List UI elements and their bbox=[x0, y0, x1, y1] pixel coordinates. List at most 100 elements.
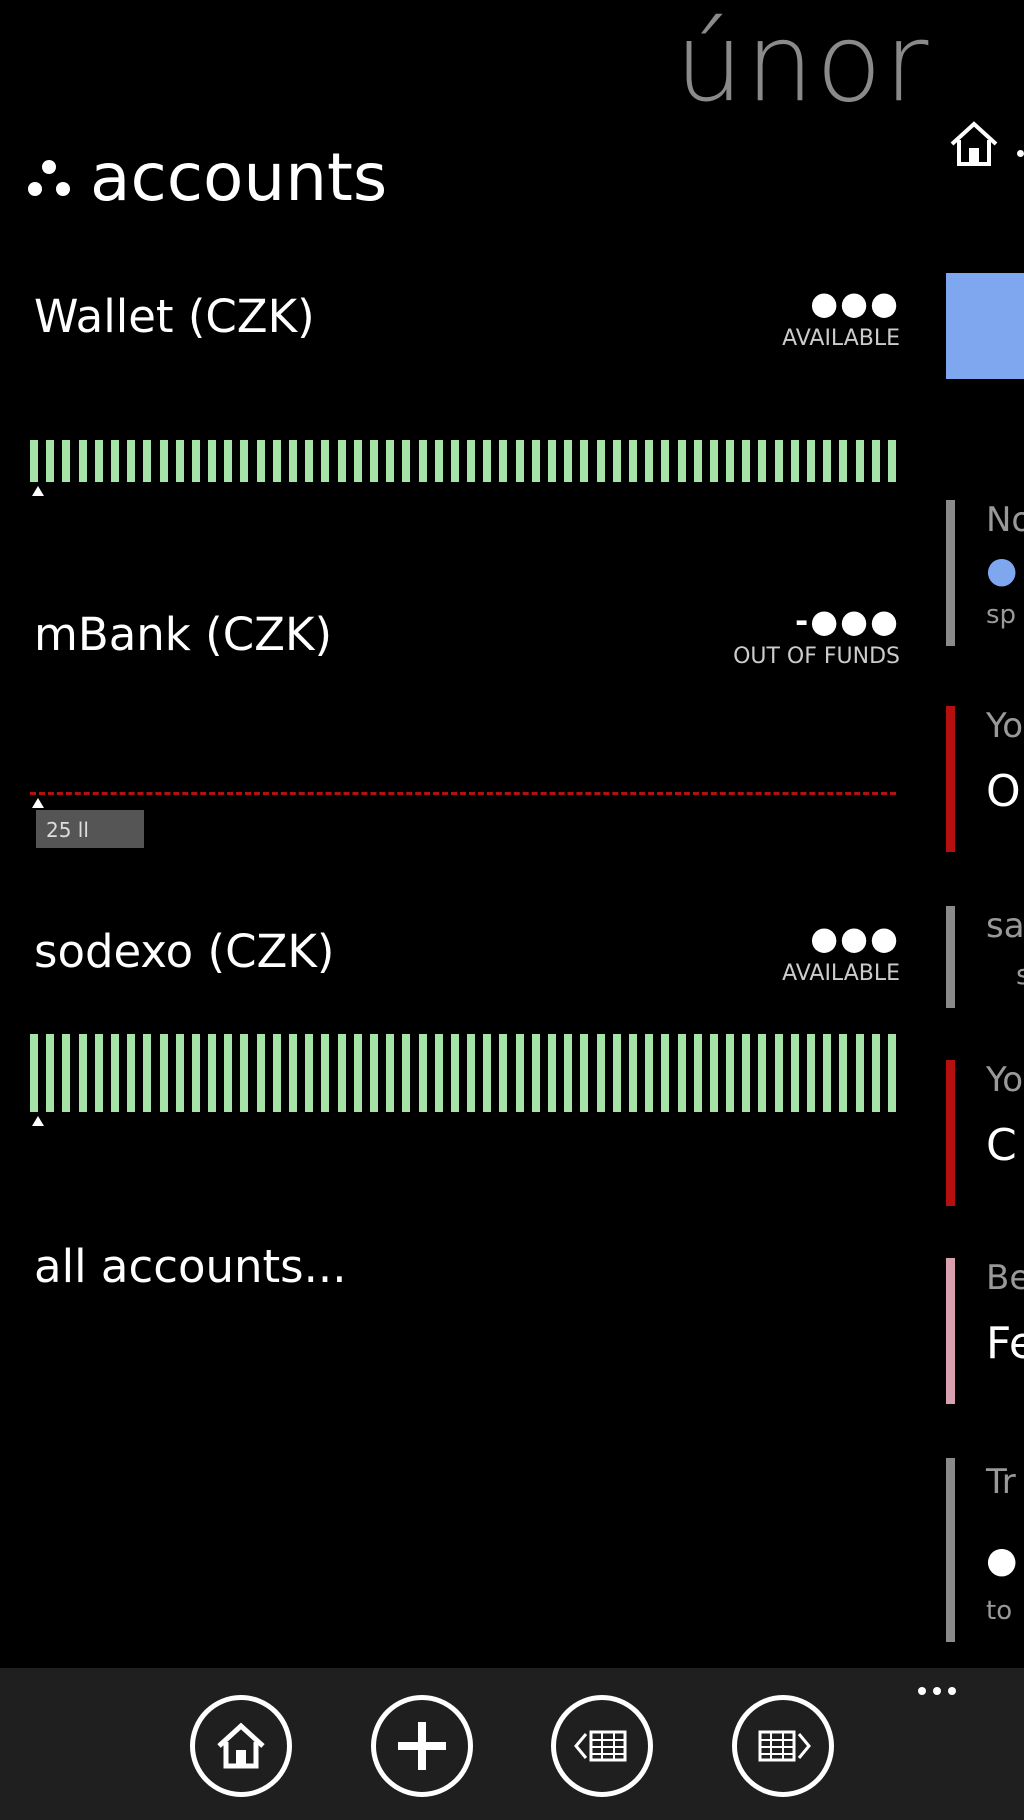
bar-segment bbox=[450, 1034, 459, 1112]
previous-month-button[interactable] bbox=[551, 1695, 653, 1797]
bar-segment bbox=[807, 1034, 815, 1112]
home-icon bbox=[217, 1722, 265, 1769]
out-of-funds-line bbox=[30, 792, 896, 795]
home-button[interactable] bbox=[190, 1695, 292, 1797]
bar-segment bbox=[548, 1034, 556, 1112]
bar-segment bbox=[78, 440, 87, 482]
side-item-title: No bbox=[986, 500, 1024, 540]
bar-segment bbox=[159, 1034, 168, 1112]
bar-segment bbox=[62, 1034, 71, 1112]
bar-segment bbox=[677, 440, 686, 482]
side-item-title: Be bbox=[986, 1258, 1024, 1298]
bar-segment bbox=[289, 440, 297, 482]
next-month-button[interactable] bbox=[732, 1695, 834, 1797]
app-bar bbox=[0, 1668, 1024, 1820]
add-icon bbox=[398, 1722, 446, 1770]
bar-segment bbox=[30, 440, 38, 482]
bar-segment bbox=[580, 1034, 589, 1112]
add-button[interactable] bbox=[371, 1695, 473, 1797]
bar-segment bbox=[661, 1034, 670, 1112]
bar-segment bbox=[807, 440, 815, 482]
bar-segment bbox=[839, 1034, 848, 1112]
bar-segment bbox=[839, 440, 848, 482]
more-dot bbox=[948, 1687, 956, 1695]
bar-segment bbox=[369, 440, 378, 482]
side-item-title: Yo bbox=[986, 1060, 1024, 1100]
bar-segment bbox=[645, 1034, 654, 1112]
bar-segment bbox=[353, 1034, 362, 1112]
bar-segment bbox=[289, 1034, 297, 1112]
bar-segment bbox=[369, 1034, 378, 1112]
account-amount: ●●● bbox=[810, 919, 900, 957]
bar-segment bbox=[191, 1034, 200, 1112]
bar-segment bbox=[467, 440, 476, 482]
bar-segment bbox=[191, 440, 200, 482]
bar-segment bbox=[402, 440, 411, 482]
bar-segment bbox=[661, 440, 670, 482]
bar-segment bbox=[596, 440, 605, 482]
home-icon[interactable] bbox=[948, 118, 1000, 170]
bar-segment bbox=[628, 1034, 637, 1112]
side-item-title: Yo bbox=[986, 706, 1024, 746]
bar-segment bbox=[499, 440, 508, 482]
previous-month-icon bbox=[574, 1730, 627, 1762]
today-marker-icon bbox=[32, 798, 44, 808]
account-sodexo[interactable]: sodexo (CZK) ●●● AVAILABLE bbox=[0, 919, 900, 1015]
bar-segment bbox=[402, 1034, 411, 1112]
side-item-value: C bbox=[986, 1120, 1017, 1171]
side-item-dot: ● bbox=[986, 550, 1018, 591]
side-item-title: sa bbox=[986, 906, 1024, 946]
bar-segment bbox=[515, 1034, 524, 1112]
account-name: sodexo (CZK) bbox=[34, 925, 335, 978]
bar-segment bbox=[321, 1034, 330, 1112]
bar-segment bbox=[272, 440, 281, 482]
account-status: AVAILABLE bbox=[782, 961, 900, 986]
bar-segment bbox=[774, 440, 783, 482]
side-item-dot: ● bbox=[986, 1540, 1018, 1581]
bar-segment bbox=[871, 440, 880, 482]
bar-segment bbox=[256, 440, 265, 482]
account-mbank[interactable]: mBank (CZK) -●●● OUT OF FUNDS bbox=[0, 602, 900, 698]
bar-segment bbox=[531, 1034, 540, 1112]
bar-segment bbox=[418, 440, 427, 482]
bar-segment bbox=[515, 440, 524, 482]
account-name: Wallet (CZK) bbox=[34, 290, 315, 343]
bar-segment bbox=[175, 1034, 184, 1112]
bar-segment bbox=[758, 1034, 767, 1112]
bar-segment bbox=[434, 1034, 443, 1112]
bar-segment bbox=[30, 1034, 38, 1112]
side-item-bar bbox=[946, 500, 955, 646]
bar-segment bbox=[337, 1034, 346, 1112]
bar-segment bbox=[790, 440, 799, 482]
account-wallet[interactable]: Wallet (CZK) ●●● AVAILABLE bbox=[0, 284, 900, 380]
bar-segment bbox=[645, 440, 654, 482]
bar-segment bbox=[612, 440, 621, 482]
bar-segment bbox=[224, 1034, 233, 1112]
date-tag: 25 ll bbox=[36, 810, 144, 848]
bar-segment bbox=[127, 1034, 136, 1112]
bar-segment bbox=[208, 1034, 217, 1112]
bar-segment bbox=[580, 440, 589, 482]
bar-segment bbox=[709, 440, 718, 482]
balance-bar bbox=[30, 1034, 896, 1112]
side-item-sub: s bbox=[1016, 958, 1024, 991]
bar-segment bbox=[337, 440, 346, 482]
bar-segment bbox=[434, 440, 443, 482]
bar-segment bbox=[78, 1034, 87, 1112]
summary-tile[interactable] bbox=[946, 273, 1024, 379]
all-accounts-link[interactable]: all accounts... bbox=[34, 1240, 347, 1293]
overflow-dot bbox=[1017, 150, 1024, 157]
side-item-bar bbox=[946, 906, 955, 1008]
bar-segment bbox=[94, 440, 103, 482]
more-options-button[interactable] bbox=[918, 1687, 956, 1695]
bar-segment bbox=[726, 440, 735, 482]
bar-segment bbox=[548, 440, 556, 482]
bar-segment bbox=[855, 1034, 864, 1112]
more-dot bbox=[933, 1687, 941, 1695]
account-name: mBank (CZK) bbox=[34, 608, 333, 661]
bar-segment bbox=[742, 1034, 751, 1112]
bar-segment bbox=[499, 1034, 508, 1112]
bar-segment bbox=[208, 440, 217, 482]
bar-segment bbox=[596, 1034, 605, 1112]
side-item-bar bbox=[946, 706, 955, 852]
